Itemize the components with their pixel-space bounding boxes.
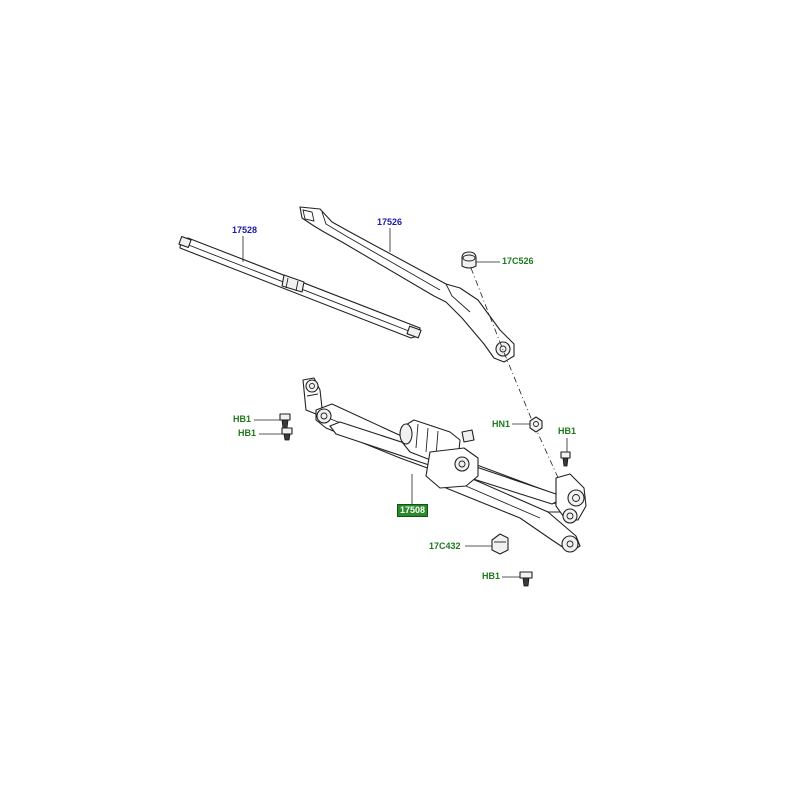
bolt-hb1-bottom	[519, 571, 533, 587]
label-bolt-hb1-right: HB1	[558, 426, 577, 436]
label-bolt-hb1-top-left: HB1	[233, 414, 252, 424]
bolt-hb1-top-left	[279, 413, 291, 429]
label-bolt-hb1-bottom: HB1	[482, 571, 501, 581]
label-linkage-motor: 17508	[397, 504, 429, 517]
arm-cap	[461, 251, 477, 269]
nut-hn1	[529, 416, 543, 433]
leader-lines	[242, 228, 568, 578]
bolt-hb1-left	[281, 427, 293, 441]
label-blade: 17528	[232, 225, 258, 235]
label-arm: 17526	[377, 217, 403, 227]
bracket-grommet	[491, 533, 509, 555]
label-arm-cap: 17C526	[502, 256, 534, 266]
label-nut-hn1: HN1	[492, 419, 511, 429]
assembly-axis	[470, 267, 568, 499]
wiper-arm	[299, 206, 515, 363]
label-bolt-hb1-left: HB1	[238, 428, 257, 438]
linkage-motor-assembly	[302, 377, 587, 553]
label-bracket-grommet: 17C432	[429, 541, 461, 551]
bolt-hb1-right	[560, 451, 571, 467]
wiper-blade	[178, 235, 422, 339]
